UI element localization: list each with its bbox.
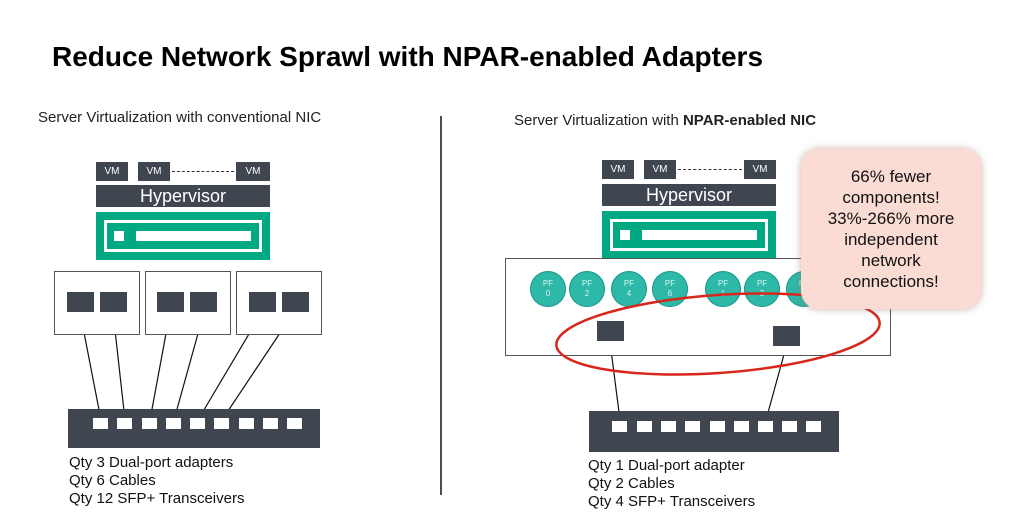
pf-number: 0 (545, 289, 551, 298)
left-adapter-1-port-2 (100, 292, 127, 312)
left-sfp-9 (287, 418, 302, 429)
server-indicator (114, 231, 124, 241)
left-adapter-2-port-2 (190, 292, 217, 312)
left-qty-adapters: Qty 3 Dual-port adapters (69, 454, 234, 471)
right-vm-2: VM (644, 160, 676, 179)
pf-label: PF (756, 279, 768, 288)
right-server (602, 211, 776, 259)
left-sfp-8 (263, 418, 278, 429)
pf-label: PF (623, 279, 635, 288)
server-indicator (620, 230, 630, 240)
right-qty-transceivers: Qty 4 SFP+ Transceivers (588, 493, 756, 510)
server-drive-bar (136, 231, 251, 241)
left-sfp-4 (166, 418, 181, 429)
right-sfp-9 (806, 421, 821, 432)
slide-title: Reduce Network Sprawl with NPAR-enabled … (52, 41, 764, 72)
left-sfp-7 (239, 418, 254, 429)
left-sfp-6 (214, 418, 229, 429)
left-sfp-5 (190, 418, 205, 429)
right-sfp-4 (685, 421, 700, 432)
left-subtitle: Server Virtualization with conventional … (38, 109, 322, 126)
left-hypervisor: Hypervisor (96, 185, 270, 207)
left-adapter-1-port-1 (67, 292, 94, 312)
right-cable-2 (765, 346, 787, 421)
left-vm-3: VM (236, 162, 270, 181)
pf-label: PF (542, 279, 554, 288)
pf-number: 2 (584, 289, 590, 298)
right-subtitle-prefix: Server Virtualization with (514, 112, 683, 129)
left-server (96, 212, 270, 260)
left-vm-dashes (172, 171, 234, 172)
left-adapter-3-port-1 (249, 292, 276, 312)
server-frame (610, 219, 768, 251)
right-sfp-6 (734, 421, 749, 432)
left-sfp-1 (93, 418, 108, 429)
right-qty-adapters: Qty 1 Dual-port adapter (588, 457, 745, 474)
pf-label: PF (717, 279, 729, 288)
right-sfp-2 (637, 421, 652, 432)
right-subtitle-bold: NPAR-enabled NIC (682, 112, 817, 129)
right-hypervisor: Hypervisor (602, 184, 776, 206)
left-vm-2: VM (138, 162, 170, 181)
left-switch (68, 409, 320, 448)
red-highlight-ellipse (555, 292, 881, 376)
right-vm-dashes (678, 169, 742, 170)
right-switch (589, 411, 839, 452)
left-sfp-2 (117, 418, 132, 429)
right-sfp-7 (758, 421, 773, 432)
right-qty-cables: Qty 2 Cables (588, 475, 675, 492)
right-sfp-3 (661, 421, 676, 432)
right-sfp-1 (612, 421, 627, 432)
left-qty-list: Qty 3 Dual-port adapters Qty 6 Cables Qt… (69, 454, 244, 508)
right-vm-1: VM (602, 160, 634, 179)
right-qty-list: Qty 1 Dual-port adapter Qty 2 Cables Qty… (588, 457, 755, 511)
left-qty-transceivers: Qty 12 SFP+ Transceivers (69, 490, 245, 507)
left-vm-1: VM (96, 162, 128, 181)
server-drive-bar (642, 230, 757, 240)
right-sfp-5 (710, 421, 725, 432)
pf-label: PF (664, 279, 676, 288)
benefit-callout: 66% fewer components! 33%-266% more inde… (801, 149, 981, 309)
pf-label: PF (581, 279, 593, 288)
npar-port-1 (597, 321, 624, 341)
left-adapter-3-port-2 (282, 292, 309, 312)
left-adapter-2-port-1 (157, 292, 184, 312)
server-frame (104, 220, 262, 252)
pf-number: 6 (667, 289, 673, 298)
npar-port-2 (773, 326, 800, 346)
left-qty-cables: Qty 6 Cables (69, 472, 156, 489)
right-vm-3: VM (744, 160, 776, 179)
pf-number: 4 (626, 289, 632, 298)
callout-text: 66% fewer components! 33%-266% more inde… (827, 167, 955, 291)
right-sfp-8 (782, 421, 797, 432)
right-subtitle: Server Virtualization with NPAR-enabled … (514, 112, 816, 129)
left-sfp-3 (142, 418, 157, 429)
